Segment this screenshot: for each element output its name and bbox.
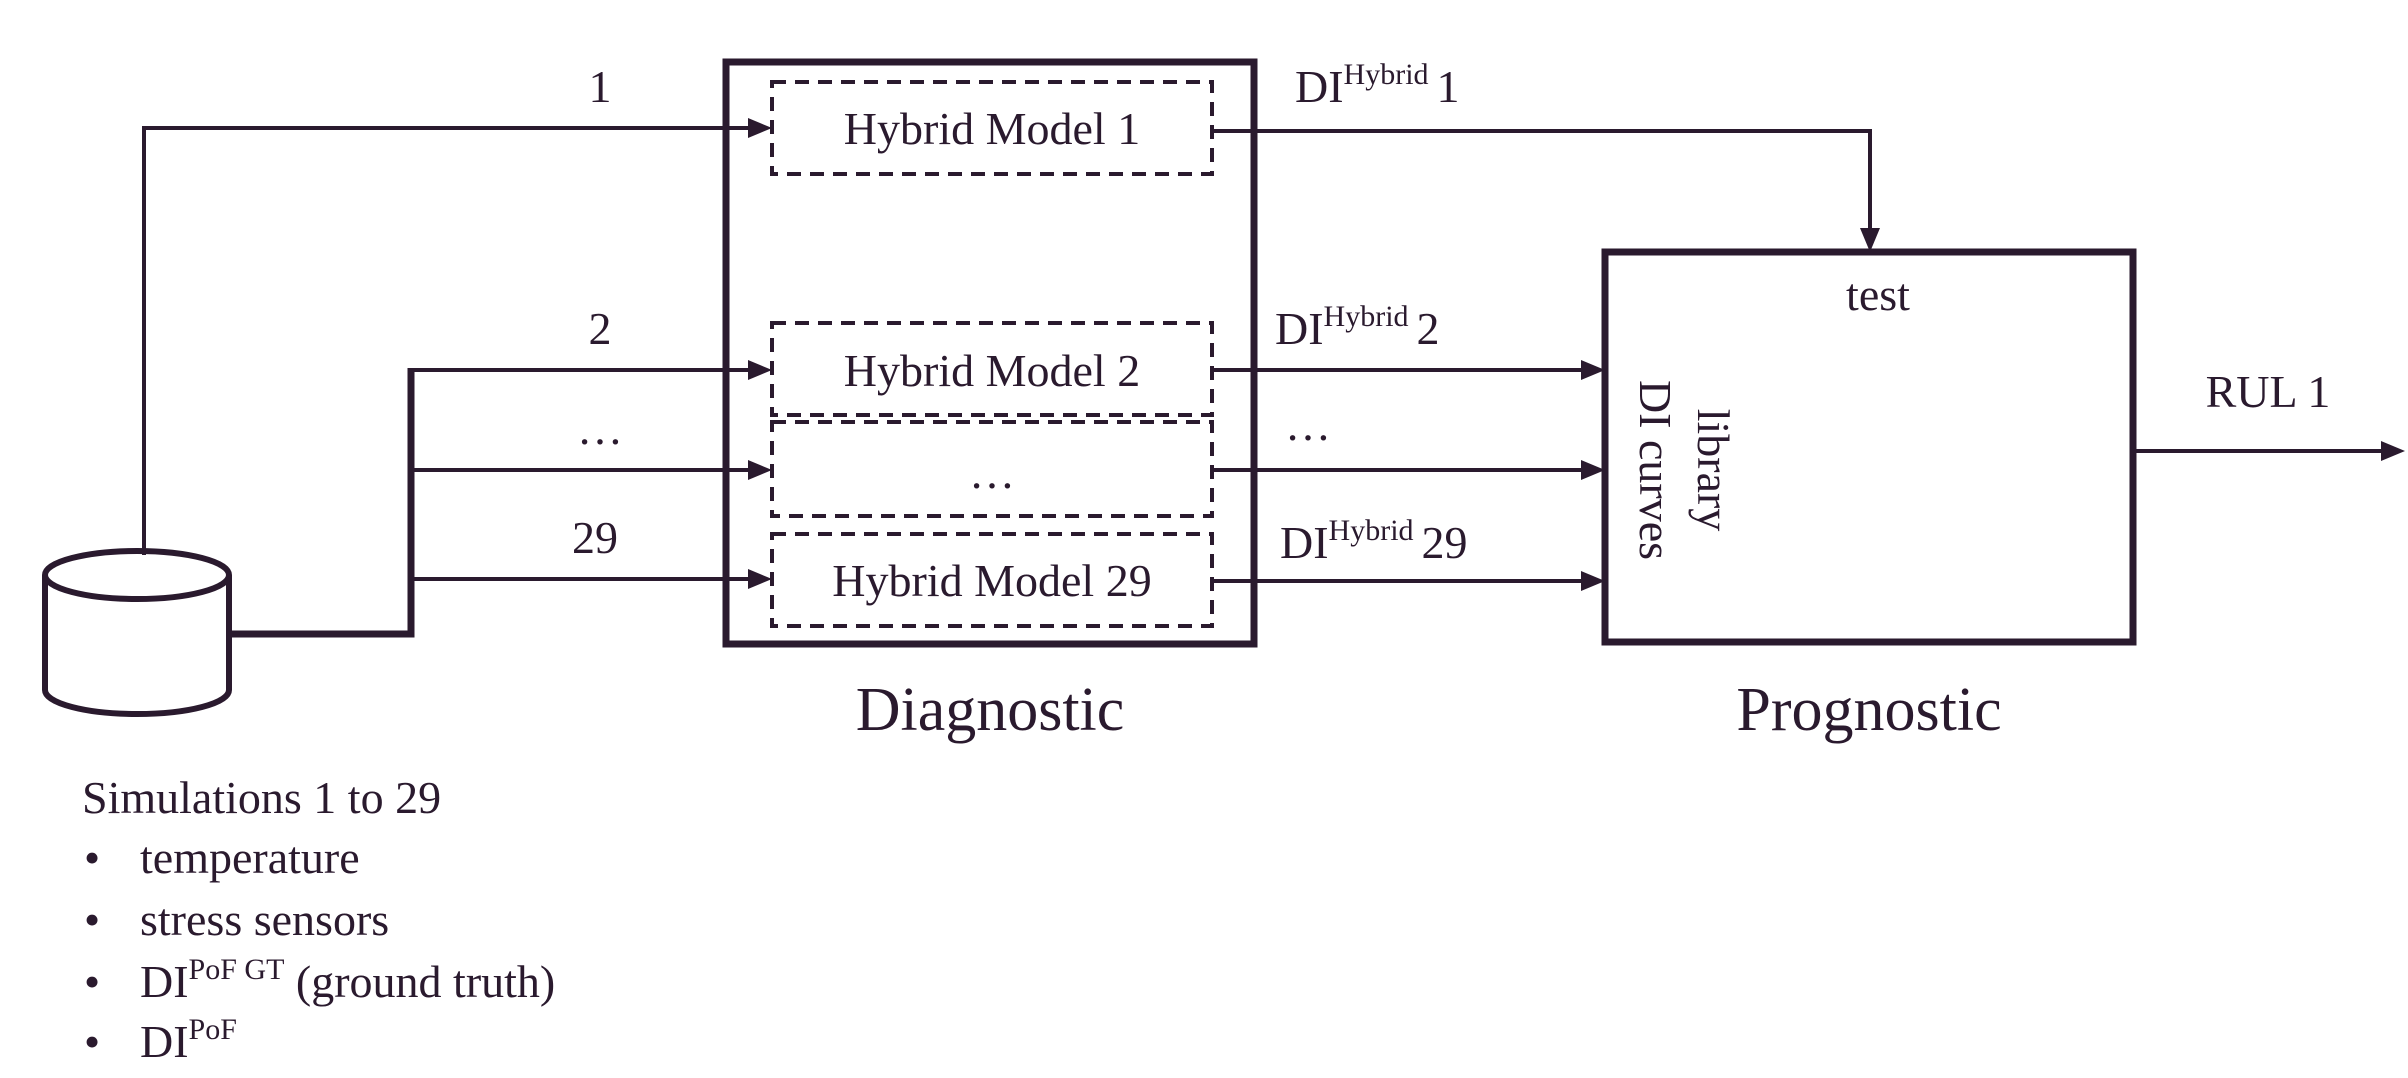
hybrid-model-1-label: Hybrid Model 1: [844, 103, 1140, 154]
hybrid-model-29-label: Hybrid Model 29: [832, 555, 1151, 606]
route-label-1: 1: [589, 61, 612, 112]
arrowhead-model-1: [748, 118, 772, 138]
hybrid-model-ellipsis-label: …: [969, 447, 1015, 498]
database-icon: [42, 548, 232, 717]
item-stress-sensors: stress sensors: [140, 894, 389, 945]
connector-db-to-model-1: [142, 126, 758, 555]
item-di-pof: DIPoF: [140, 1013, 237, 1067]
bullet-di-pof: •: [84, 1016, 100, 1067]
hybrid-model-1-box: [770, 80, 1214, 176]
arrowhead-di-29: [1581, 571, 1605, 591]
arrowhead-model-29: [748, 569, 772, 589]
arrowhead-rul: [2381, 441, 2405, 461]
diagnostic-caption: Diagnostic: [856, 676, 1125, 744]
di-curves-label: DI curves: [1630, 380, 1681, 560]
rul-label: RUL 1: [2206, 366, 2331, 417]
route-label-ellipsis: …: [577, 403, 623, 454]
simulations-title: Simulations 1 to 29: [82, 772, 441, 823]
prognostic-caption: Prognostic: [1736, 676, 2001, 744]
test-label: test: [1846, 269, 1910, 320]
diagnostic-box: [722, 58, 1258, 648]
hybrid-model-29-box: [770, 532, 1214, 628]
route-label-2: 2: [589, 303, 612, 354]
item-temperature: temperature: [140, 832, 360, 883]
arrowhead-model-ellipsis: [748, 460, 772, 480]
bullet-stress: •: [84, 894, 100, 945]
bullet-temperature: •: [84, 832, 100, 883]
arrowhead-di-1: [1860, 228, 1880, 252]
route-label-29: 29: [572, 512, 618, 563]
prognostic-box: [1601, 248, 2137, 646]
connector-di-1: [1212, 129, 1872, 235]
library-label: library: [1688, 409, 1739, 532]
hybrid-model-ellipsis-box: [770, 420, 1214, 518]
arrowhead-di-2: [1581, 360, 1605, 380]
item-di-pof-gt: DIPoF GT (ground truth): [140, 953, 555, 1007]
arrowhead-model-2: [748, 360, 772, 380]
bullet-di-gt: •: [84, 956, 100, 1007]
hybrid-model-2-label: Hybrid Model 2: [844, 345, 1140, 396]
arrowhead-di-ellipsis: [1581, 460, 1605, 480]
output-label-ellipsis: …: [1285, 399, 1331, 450]
hybrid-model-2-box: [770, 321, 1214, 417]
bus-connector: [229, 368, 415, 638]
